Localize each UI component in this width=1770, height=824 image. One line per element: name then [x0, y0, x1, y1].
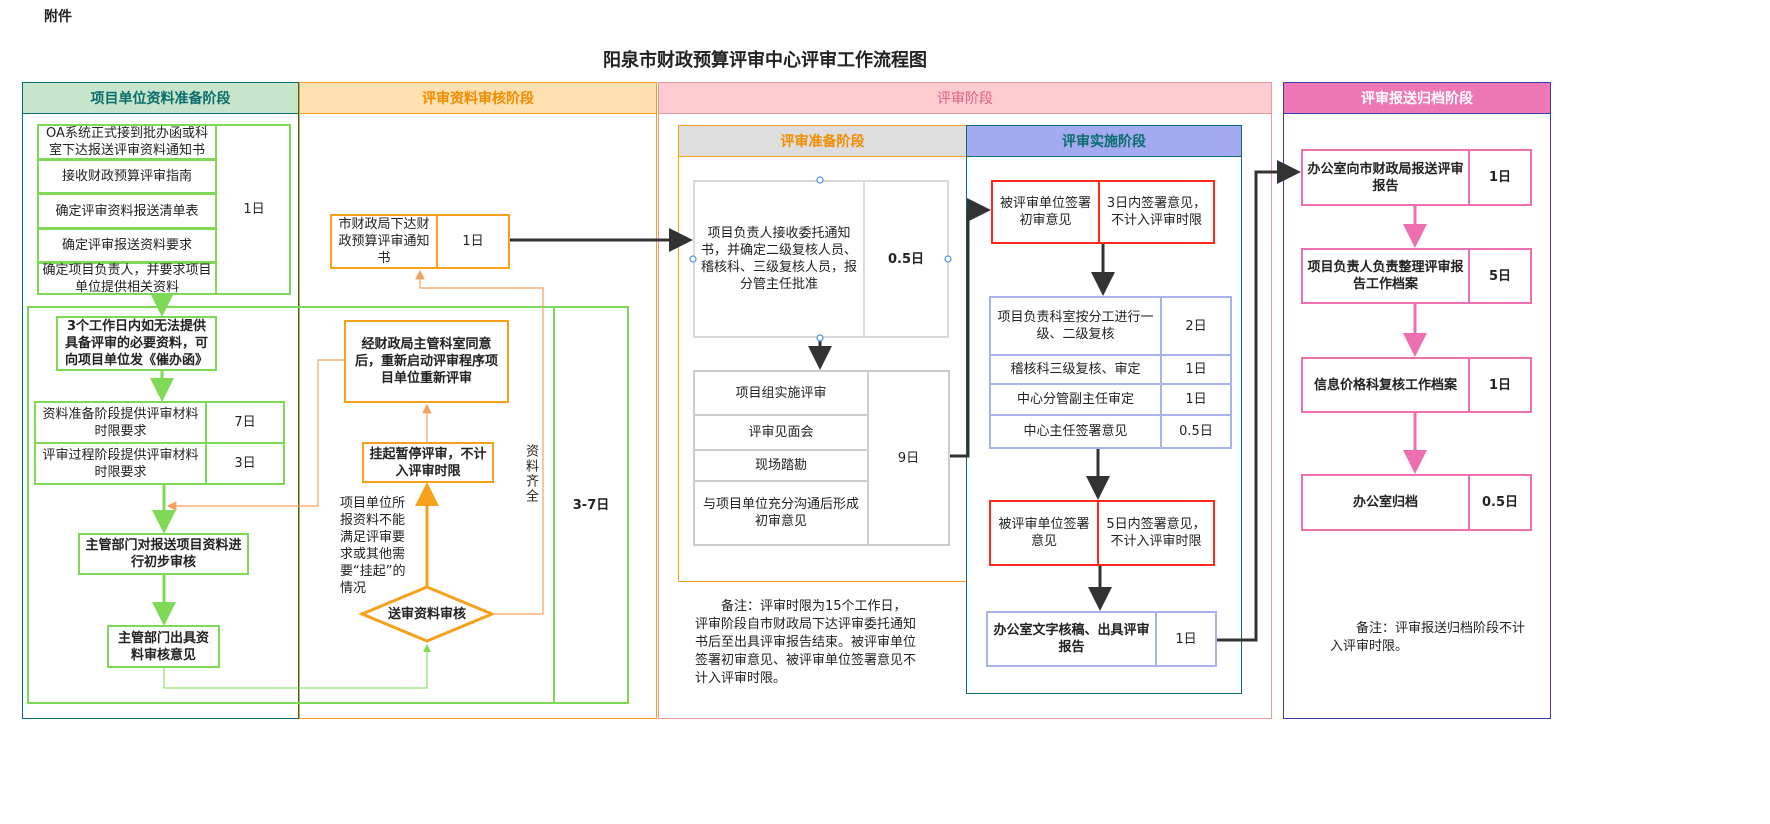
- check-days: 2日: [1160, 296, 1232, 356]
- sublane-review-prep-title: 评审准备阶段: [678, 125, 967, 157]
- review-steps-days: 9日: [867, 370, 950, 546]
- check-step: 中心分管副主任审定: [989, 383, 1162, 416]
- check-days: 1日: [1160, 383, 1232, 416]
- lane-prep-title: 项目单位资料准备阶段: [22, 82, 299, 114]
- archive-note: 备注：评审报送归档阶段不计入评审时限。: [1330, 621, 1526, 654]
- sign-initial-note: 3日内签署意见，不计入评审时限: [1098, 180, 1215, 244]
- review-opinion-step: 主管部门出具资料审核意见: [107, 625, 220, 668]
- range-days: 3-7日: [572, 497, 610, 513]
- limit-days: 3日: [205, 442, 285, 485]
- decision-label: 送审资料审核: [387, 606, 466, 622]
- archive-days: 0.5日: [1468, 474, 1532, 531]
- lane-audit-title: 评审资料审核阶段: [299, 82, 657, 114]
- limit-label: 资料准备阶段提供评审材料时限要求: [34, 401, 207, 444]
- initial-review-step: 主管部门对报送项目资料进行初步审核: [78, 533, 249, 575]
- audit-loop-group: [27, 306, 629, 704]
- review-step: 与项目单位充分沟通后形成初审意见: [693, 480, 869, 546]
- review-step: 现场踏勘: [693, 449, 869, 482]
- check-step: 项目负责科室按分工进行一级、二级复核: [989, 296, 1162, 356]
- prep-step: 接收财政预算评审指南: [37, 159, 217, 194]
- check-step: 中心主任签署意见: [989, 414, 1162, 449]
- lane-review-title: 评审阶段: [658, 82, 1272, 114]
- suspend-step: 挂起暂停评审，不计入评审时限: [362, 442, 494, 483]
- receive-step: 项目负责人接收委托通知书，并确定二级复核人员、稽核科、三级复核人员，报分管主任批…: [693, 180, 865, 338]
- prep-step: 确定评审资料报送清单表: [37, 193, 217, 229]
- prep-step: 确定项目负责人，并要求项目单位提供相关资料: [37, 262, 217, 295]
- sublane-review-impl-title: 评审实施阶段: [966, 125, 1242, 157]
- page-title: 阳泉市财政预算评审中心评审工作流程图: [603, 50, 927, 71]
- divider: [553, 306, 555, 704]
- urge-letter-step: 3个工作日内如无法提供具备评审的必要资料，可向项目单位发《催办函》: [56, 316, 217, 371]
- archive-step: 项目负责人负责整理评审报告工作档案: [1301, 248, 1470, 304]
- notice-step: 市财政局下达财政预算评审通知书: [330, 214, 438, 269]
- archive-days: 1日: [1468, 357, 1532, 413]
- archive-days: 1日: [1468, 149, 1532, 206]
- review-step: 评审见面会: [693, 414, 869, 451]
- prep-steps-days: 1日: [243, 202, 265, 217]
- archive-days: 5日: [1468, 248, 1532, 304]
- limit-label: 评审过程阶段提供评审材料时限要求: [34, 442, 207, 485]
- check-step: 稽核科三级复核、审定: [989, 354, 1162, 385]
- sign-note: 5日内签署意见，不计入评审时限: [1097, 500, 1215, 566]
- sign-initial-step: 被评审单位签署初审意见: [991, 180, 1100, 244]
- notice-days: 1日: [436, 214, 510, 269]
- sign-step: 被评审单位签署意见: [989, 500, 1099, 566]
- attachment-label: 附件: [44, 9, 72, 25]
- complete-label: 资料齐全: [523, 444, 538, 504]
- suspend-reason-label: 项目单位所报资料不能满足评审要求或其他需要“挂起”的情况: [340, 496, 406, 596]
- lane-archive-title: 评审报送归档阶段: [1283, 82, 1551, 114]
- prep-step: 确定评审报送资料要求: [37, 228, 217, 263]
- archive-step: 办公室向市财政局报送评审报告: [1301, 149, 1470, 206]
- restart-step: 经财政局主管科室同意后，重新启动评审程序项目单位重新评审: [344, 320, 509, 403]
- review-note: 备注：评审时限为15个工作日，评审阶段自市财政局下达评审委托通知书后至出具评审报…: [695, 599, 917, 686]
- limit-days: 7日: [205, 401, 285, 444]
- check-days: 0.5日: [1160, 414, 1232, 449]
- review-step: 项目组实施评审: [693, 370, 869, 416]
- prep-step: OA系统正式接到批办函或科室下达报送评审资料通知书: [37, 124, 217, 160]
- archive-step: 办公室归档: [1301, 474, 1470, 531]
- report-days: 1日: [1155, 611, 1217, 667]
- archive-step: 信息价格科复核工作档案: [1301, 357, 1470, 413]
- check-days: 1日: [1160, 354, 1232, 385]
- receive-days: 0.5日: [863, 180, 949, 338]
- report-step: 办公室文字核稿、出具评审报告: [986, 611, 1157, 667]
